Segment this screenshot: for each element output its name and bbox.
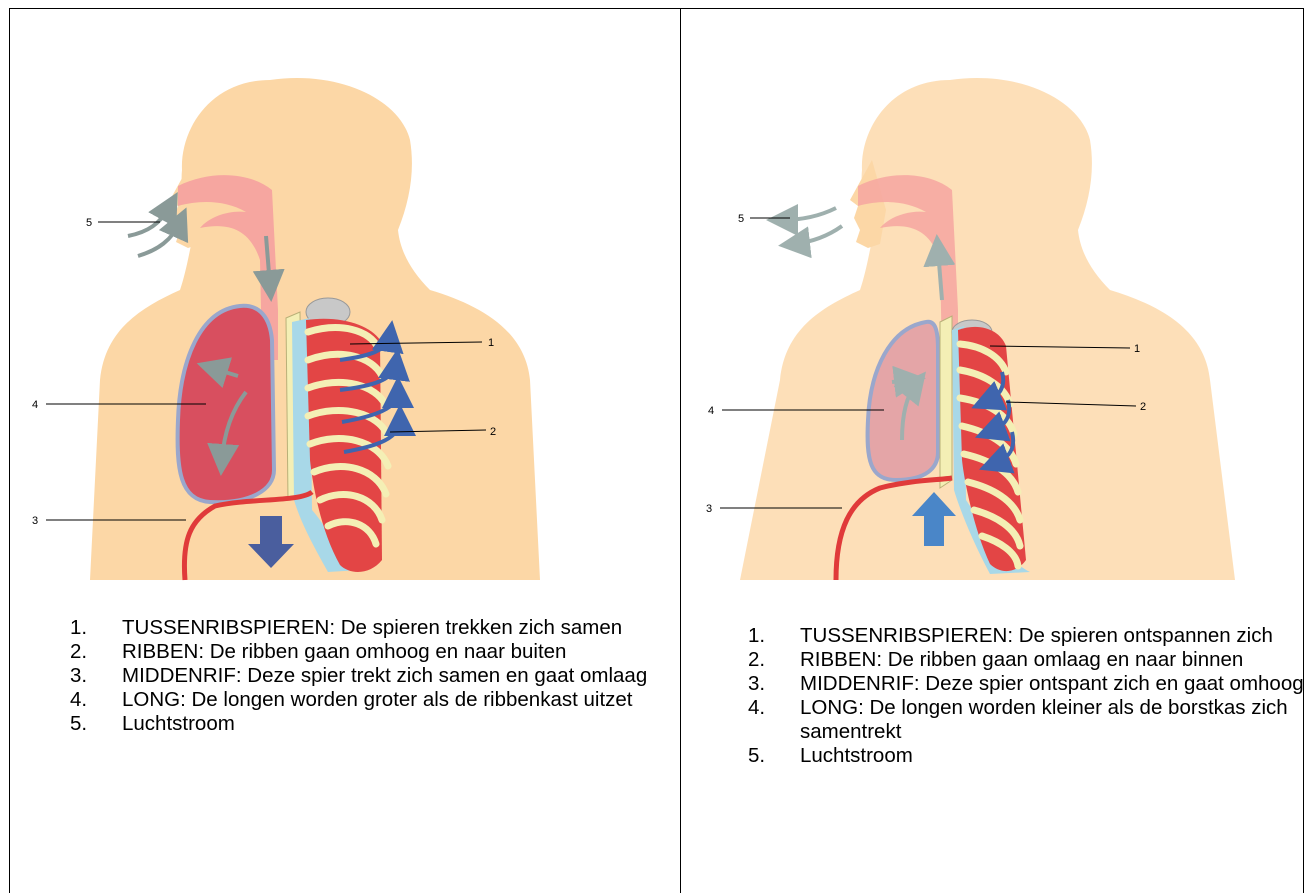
legend-text: LONG: De longen worden kleiner als de bo… (800, 696, 1288, 743)
legend-number: 4. (70, 688, 87, 712)
legend-text: MIDDENRIF: Deze spier ontspant zich en g… (800, 672, 1304, 695)
legend-text: Luchtstroom (122, 712, 235, 735)
legend-number: 5. (748, 744, 765, 768)
legend-number: 3. (70, 664, 87, 688)
sternum (940, 316, 952, 488)
legend-item: 1. TUSSENRIBSPIEREN: De spieren trekken z… (70, 616, 680, 640)
legend-number: 2. (748, 648, 765, 672)
inhale-diagram: 5 1 4 2 3 (10, 60, 610, 590)
legend-number: 1. (70, 616, 87, 640)
legend-item: 1. TUSSENRIBSPIEREN: De spieren ontspanne… (748, 624, 1308, 648)
label-2: 2 (1140, 401, 1146, 413)
legend-item: 3. MIDDENRIF: Deze spier ontspant zich en… (748, 672, 1308, 696)
label-3: 3 (32, 515, 38, 527)
legend-item: 5. Luchtstroom (748, 744, 1308, 768)
legend-number: 2. (70, 640, 87, 664)
legend-text: TUSSENRIBSPIEREN: De spieren trekken zic… (122, 616, 622, 639)
label-4: 4 (32, 399, 38, 411)
label-1: 1 (1134, 343, 1140, 355)
legend-text: Luchtstroom (800, 744, 913, 767)
legend-text: RIBBEN: De ribben gaan omlaag en naar bi… (800, 648, 1243, 671)
label-3: 3 (706, 503, 712, 515)
label-5: 5 (738, 213, 744, 225)
legend-number: 1. (748, 624, 765, 648)
legend-item: 2. RIBBEN: De ribben gaan omlaag en naar … (748, 648, 1308, 672)
label-1: 1 (488, 337, 494, 349)
legend-text: RIBBEN: De ribben gaan omhoog en naar bu… (122, 640, 566, 663)
label-5: 5 (86, 217, 92, 229)
exhale-legend: 1. TUSSENRIBSPIEREN: De spieren ontspanne… (748, 624, 1308, 768)
legend-item: 4. LONG: De longen worden kleiner als de … (748, 696, 1308, 744)
legend-item: 3. MIDDENRIF: Deze spier trekt zich samen… (70, 664, 680, 688)
legend-text: LONG: De longen worden groter als de rib… (122, 688, 633, 711)
inhale-legend: 1. TUSSENRIBSPIEREN: De spieren trekken z… (70, 616, 680, 736)
label-2: 2 (490, 426, 496, 438)
legend-number: 4. (748, 696, 765, 720)
legend-number: 3. (748, 672, 765, 696)
exhale-diagram: 5 1 4 2 3 (690, 60, 1290, 590)
legend-number: 5. (70, 712, 87, 736)
panel-divider (680, 8, 681, 893)
legend-item: 5. Luchtstroom (70, 712, 680, 736)
legend-item: 4. LONG: De longen worden groter als de r… (70, 688, 680, 712)
legend-text: MIDDENRIF: Deze spier trekt zich samen e… (122, 664, 647, 687)
label-4: 4 (708, 405, 714, 417)
legend-item: 2. RIBBEN: De ribben gaan omhoog en naar … (70, 640, 680, 664)
legend-text: TUSSENRIBSPIEREN: De spieren ontspannen … (800, 624, 1273, 647)
